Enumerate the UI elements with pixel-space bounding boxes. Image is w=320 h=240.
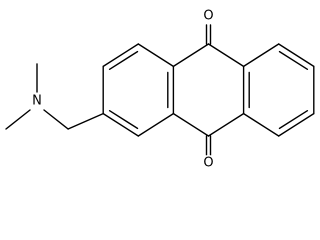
atom-n-amine: N <box>32 94 42 109</box>
bond-ch2-to-n <box>43 109 69 130</box>
bond-right-2 <box>278 43 315 68</box>
atom-o-bottom: O <box>203 156 213 171</box>
bond-central-4 <box>207 112 245 137</box>
bond-central-3 <box>172 112 210 137</box>
bond-right-inner-3 <box>278 109 309 130</box>
atoms: O O N <box>29 8 217 171</box>
bond-ring-to-ch2 <box>67 112 104 130</box>
bond-right-4 <box>278 112 315 137</box>
bond-central-6 <box>207 43 245 68</box>
atom-bg-o-bottom <box>200 155 217 171</box>
bond-right-1 <box>242 43 280 68</box>
bond-left-inner-2 <box>108 50 139 71</box>
bonds <box>5 24 315 156</box>
bond-right-5 <box>242 112 280 137</box>
atom-o-top: O <box>203 9 213 24</box>
bond-central-1 <box>172 43 210 68</box>
bond-left-1 <box>137 43 175 68</box>
atom-bg-n-amine <box>29 93 45 109</box>
molecule-structure: O O N <box>5 8 315 171</box>
bond-left-2 <box>102 43 140 68</box>
bond-left-5 <box>137 112 175 137</box>
bond-n-methyl-left <box>5 109 31 130</box>
bond-left-inner-3 <box>108 109 139 130</box>
bond-right-inner-2 <box>278 50 309 71</box>
atom-bg-o-top <box>200 8 217 24</box>
bond-left-4 <box>102 112 140 137</box>
